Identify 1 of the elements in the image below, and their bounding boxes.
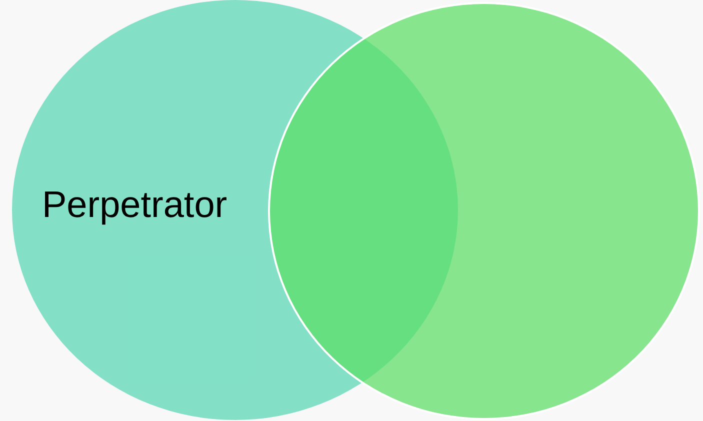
set-label: Perpetrator <box>42 186 228 222</box>
